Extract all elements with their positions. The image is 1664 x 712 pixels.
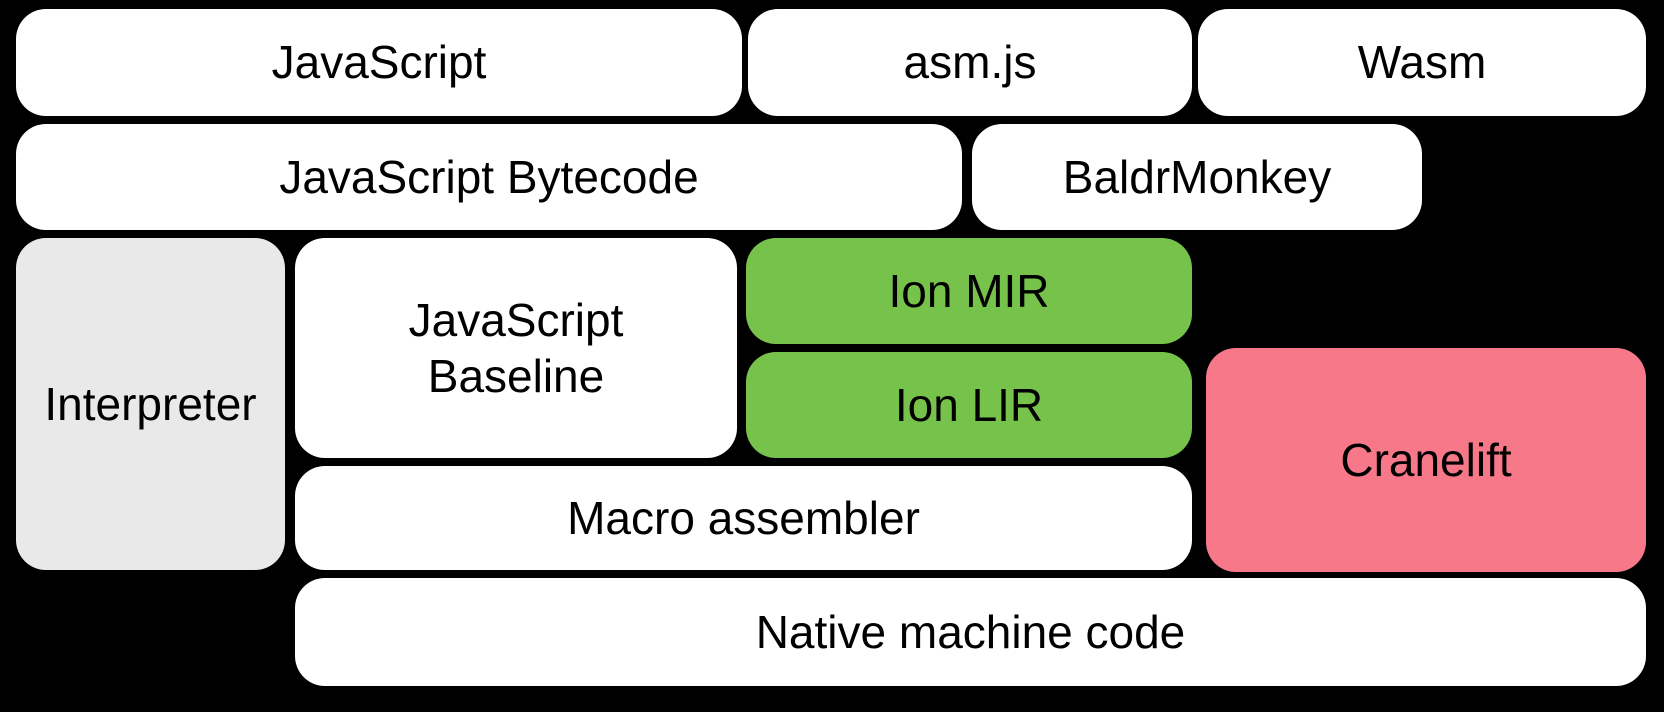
asmjs-box: asm.js <box>748 9 1192 116</box>
ion-mir-box: Ion MIR <box>746 238 1192 344</box>
baldrmonkey-box: BaldrMonkey <box>972 124 1422 230</box>
javascript-box: JavaScript <box>16 9 742 116</box>
interpreter-box: Interpreter <box>16 238 285 570</box>
cranelift-box: Cranelift <box>1206 348 1646 572</box>
wasm-box: Wasm <box>1198 9 1646 116</box>
javascript-bytecode-box: JavaScript Bytecode <box>16 124 962 230</box>
ion-lir-box: Ion LIR <box>746 352 1192 458</box>
javascript-baseline-box: JavaScript Baseline <box>295 238 737 458</box>
native-machine-code-box: Native machine code <box>295 578 1646 686</box>
macro-assembler-box: Macro assembler <box>295 466 1192 570</box>
